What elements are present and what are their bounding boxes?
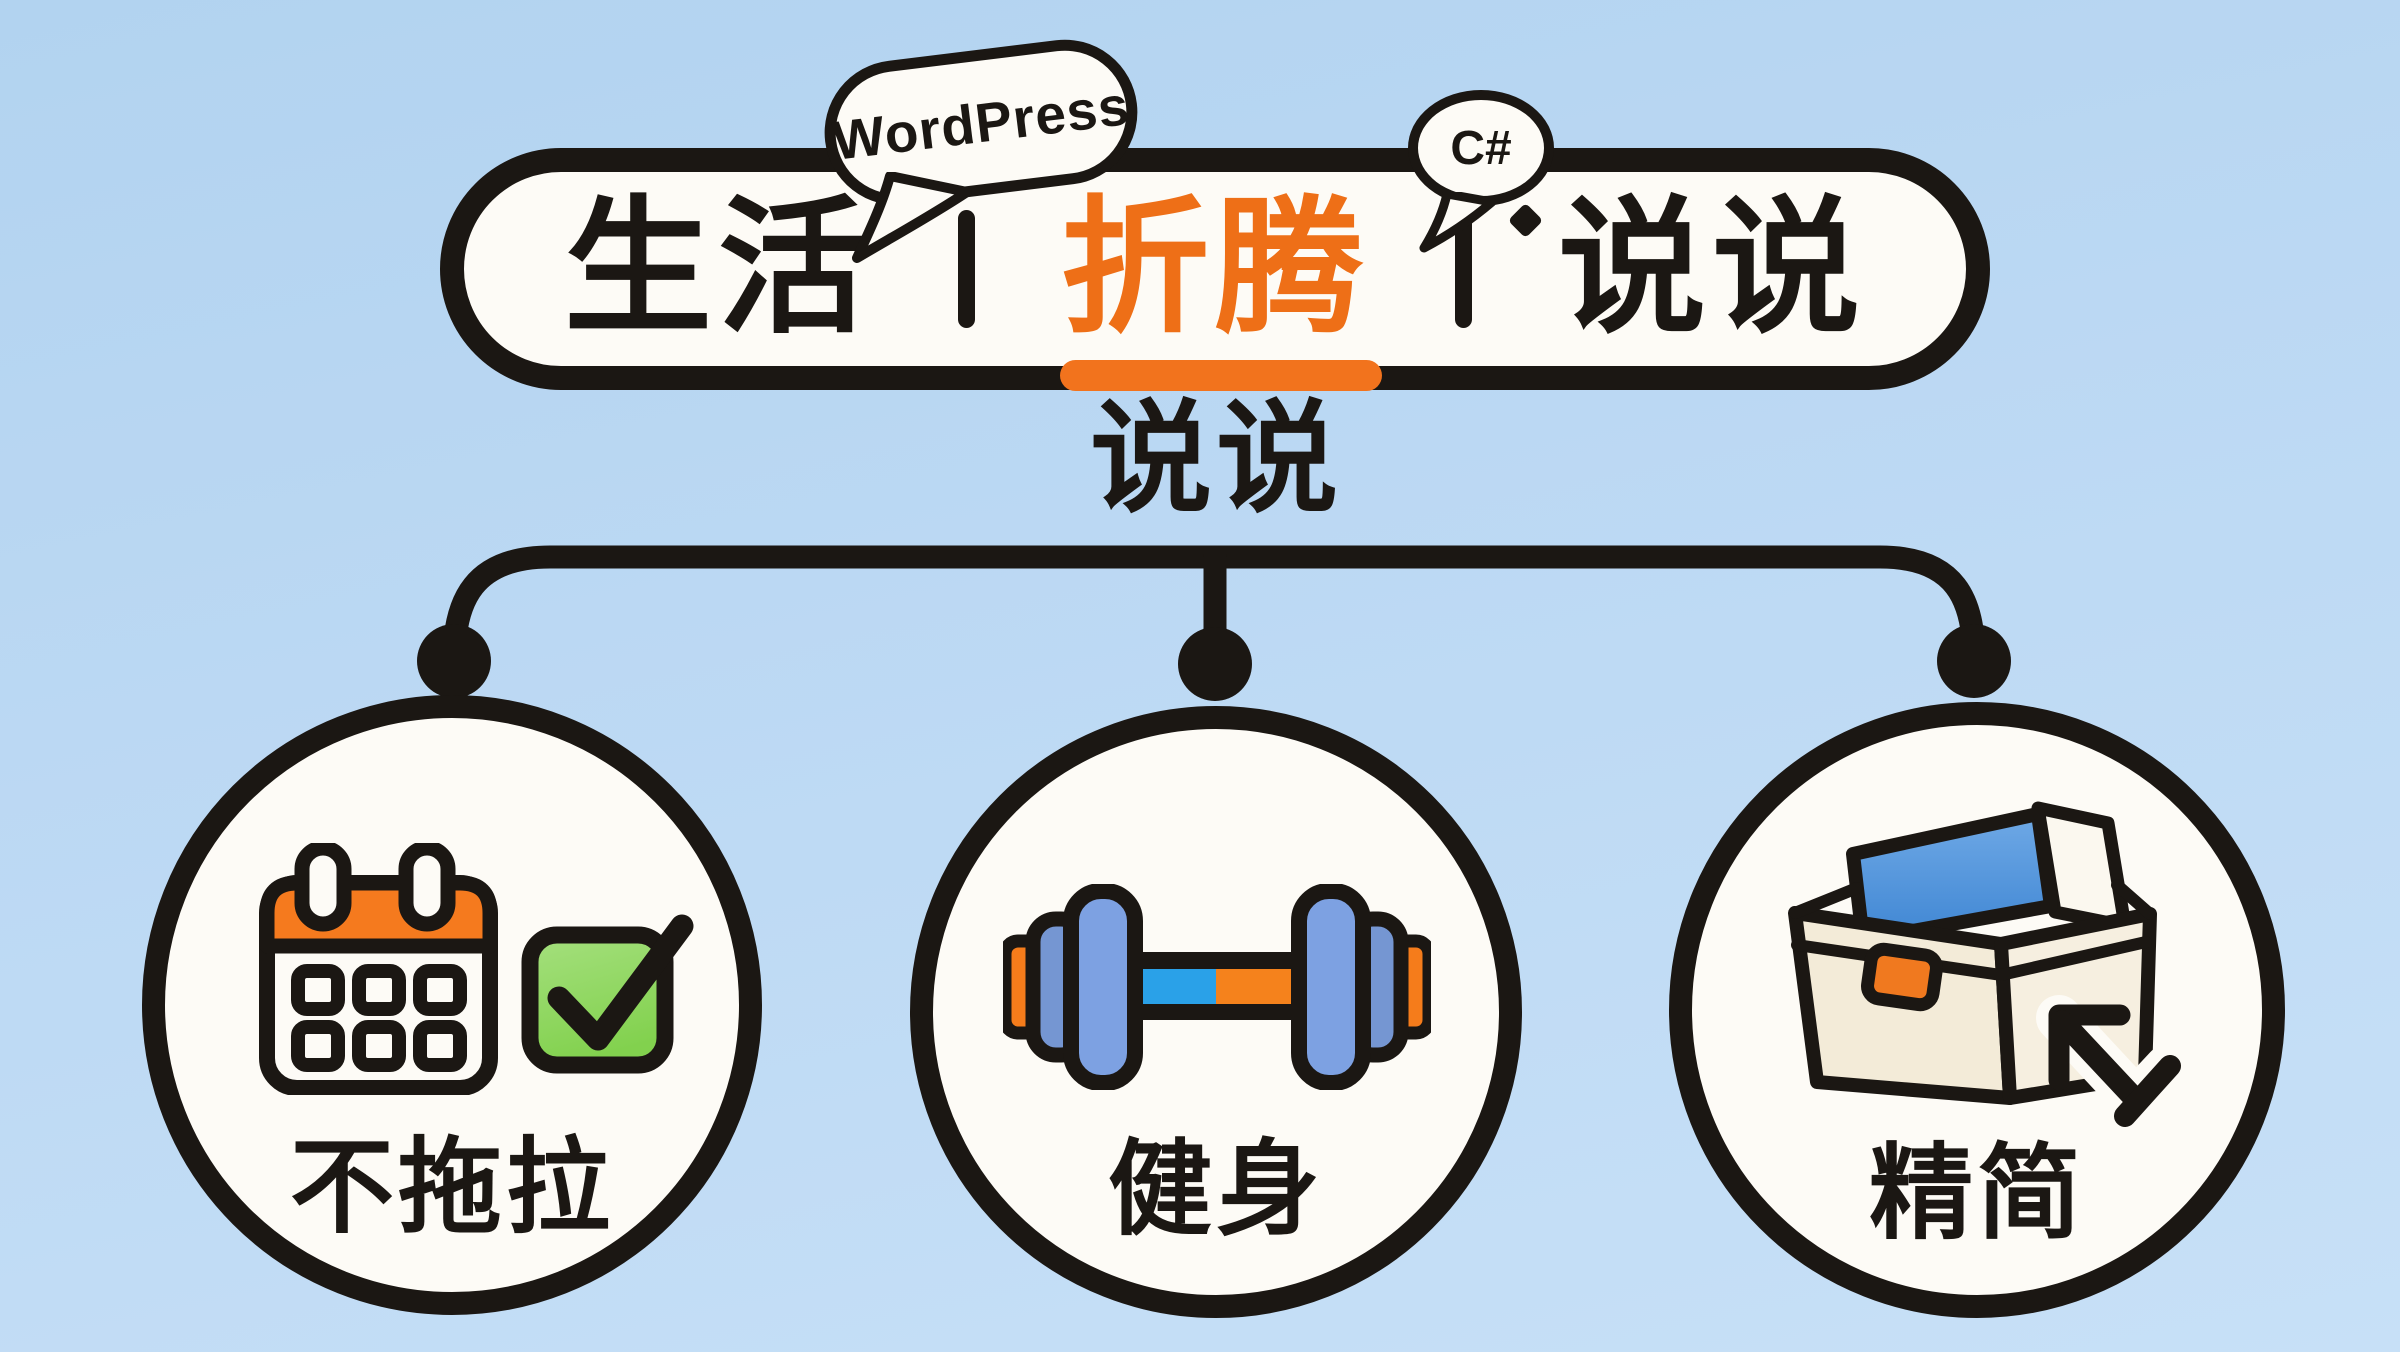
nav-pill: 生活 折腾 说说 xyxy=(440,148,1990,390)
checkbox-icon xyxy=(521,914,694,1074)
node-label-no-procrastination: 不拖拉 xyxy=(289,1130,614,1246)
junction-dot-center xyxy=(1178,627,1252,701)
export-arrow xyxy=(2036,995,2190,1137)
calendar-check-icon xyxy=(259,843,694,1095)
csharp-speech-bubble: C# xyxy=(1408,90,1554,206)
node-label-minimalism: 精简 xyxy=(1868,1136,2085,1252)
box-latch xyxy=(1861,942,1943,1012)
subtitle-shuoshuo: 说说 xyxy=(1090,391,1342,527)
blue-folder xyxy=(1846,807,2058,947)
junction-dot-left xyxy=(417,624,491,698)
wordpress-bubble-label: WordPress xyxy=(829,73,1133,172)
csharp-bubble-label: C# xyxy=(1450,121,1512,175)
nav-divider-icon xyxy=(1455,210,1472,328)
dumbbell-icon xyxy=(1003,884,1431,1090)
nav-item-life[interactable]: 生活 xyxy=(564,186,872,351)
wordpress-bubble-tail-icon xyxy=(852,172,972,263)
calendar-icon xyxy=(259,843,498,1095)
nav-divider-icon xyxy=(958,210,975,328)
csharp-bubble-tail-icon xyxy=(1419,192,1497,253)
junction-dot-right xyxy=(1937,624,2011,698)
nav-item-tinker[interactable]: 折腾 xyxy=(1061,186,1369,351)
box-export-icon xyxy=(1788,801,2190,1137)
nav-item-shuoshuo[interactable]: 说说 xyxy=(1558,186,1866,351)
node-label-fitness: 健身 xyxy=(1107,1132,1324,1248)
active-tab-underline xyxy=(1060,360,1382,391)
